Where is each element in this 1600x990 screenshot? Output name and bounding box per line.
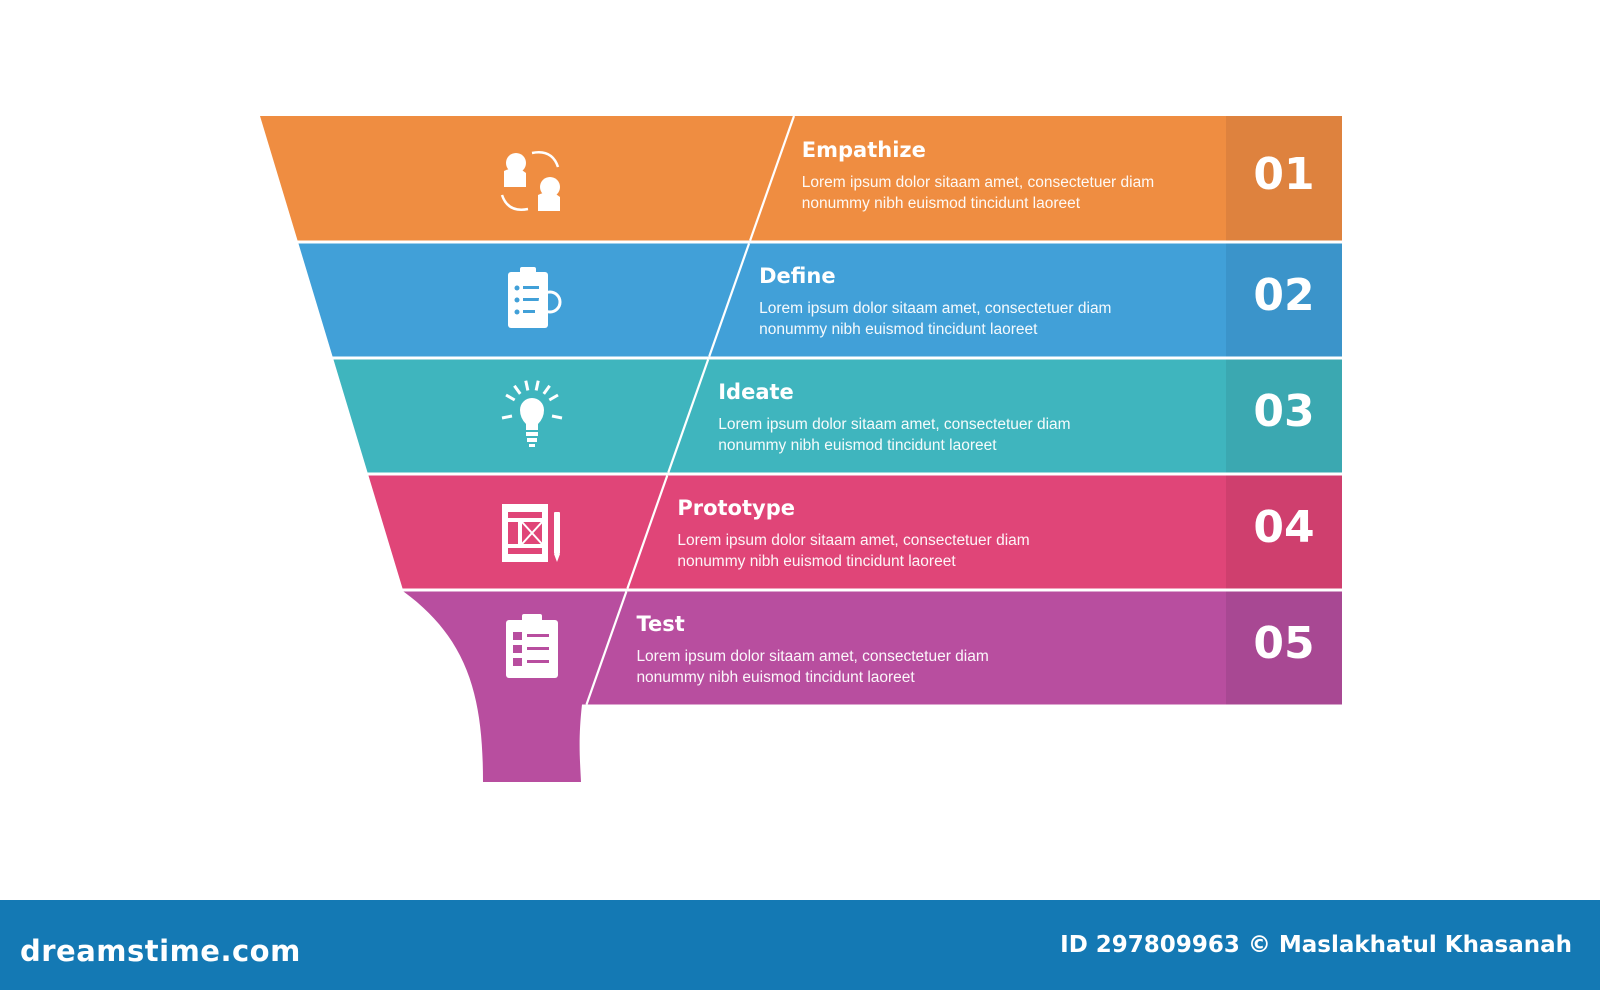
- stage-description: Lorem ipsum dolor sitaam amet, consectet…: [677, 530, 1097, 572]
- number-panel-1: [1226, 116, 1342, 241]
- description-line: Lorem ipsum dolor sitaam amet, consectet…: [636, 648, 989, 665]
- stage-description: Lorem ipsum dolor sitaam amet, consectet…: [718, 414, 1138, 456]
- description-line: nonummy nibh euismod tincidunt laoreet: [677, 553, 956, 570]
- description-line: Lorem ipsum dolor sitaam amet, consectet…: [801, 174, 1155, 191]
- divider-line: [749, 115, 796, 241]
- funnel-band-2: [298, 243, 1342, 357]
- number-panel-5: [1226, 591, 1342, 705]
- lightbulb-icon: [501, 380, 563, 447]
- brand-logo[interactable]: dreamstime.com: [20, 934, 301, 968]
- description-line: Lorem ipsum dolor sitaam amet, consectet…: [759, 300, 1112, 317]
- stage-description: Lorem ipsum dolor sitaam amet, consectet…: [802, 172, 1222, 214]
- funnel-band-1: [260, 116, 1342, 241]
- divider-line: [626, 475, 669, 589]
- stage-title: Define: [759, 264, 836, 288]
- stage-title: Test: [636, 612, 685, 636]
- funnel-band-5: [403, 591, 1343, 782]
- description-line: nonummy nibh euismod tincidunt laoreet: [759, 321, 1038, 338]
- number-panel-4: [1226, 475, 1342, 589]
- divider-line: [708, 243, 751, 357]
- divider-line: [667, 359, 710, 473]
- footer-bar: dreamstime.com ID 297809963 © Maslakhatu…: [0, 900, 1600, 990]
- stage-number: 03: [1253, 386, 1315, 437]
- number-panel-3: [1226, 359, 1342, 473]
- stage-number: 02: [1253, 270, 1315, 321]
- description-line: nonummy nibh euismod tincidunt laoreet: [801, 195, 1081, 212]
- description-line: nonummy nibh euismod tincidunt laoreet: [718, 437, 997, 454]
- funnel-diagram: [260, 115, 1343, 782]
- stage-title: Empathize: [801, 138, 926, 162]
- stage-title: Prototype: [677, 496, 795, 520]
- image-credit: ID 297809963 © Maslakhatul Khasanah: [1060, 932, 1572, 958]
- description-line: Lorem ipsum dolor sitaam amet, consectet…: [718, 416, 1071, 433]
- funnel-band-4: [368, 475, 1342, 589]
- divider-line: [585, 591, 628, 705]
- stage-number: 04: [1253, 502, 1315, 553]
- number-panel-2: [1226, 243, 1342, 357]
- description-line: Lorem ipsum dolor sitaam amet, consectet…: [677, 532, 1030, 549]
- stage-description: Lorem ipsum dolor sitaam amet, consectet…: [759, 298, 1179, 340]
- funnel-band-3: [333, 359, 1343, 473]
- stage-title: Ideate: [718, 380, 794, 404]
- stage-description: Lorem ipsum dolor sitaam amet, consectet…: [636, 646, 1056, 688]
- users-exchange-icon: [500, 151, 560, 211]
- checklist-icon: [506, 614, 558, 678]
- stage-number: 01: [1253, 149, 1315, 200]
- wireframe-blueprint-icon: [502, 504, 560, 562]
- stage-number: 05: [1253, 618, 1315, 669]
- description-line: nonummy nibh euismod tincidunt laoreet: [636, 669, 915, 686]
- clipboard-search-icon: [508, 267, 562, 328]
